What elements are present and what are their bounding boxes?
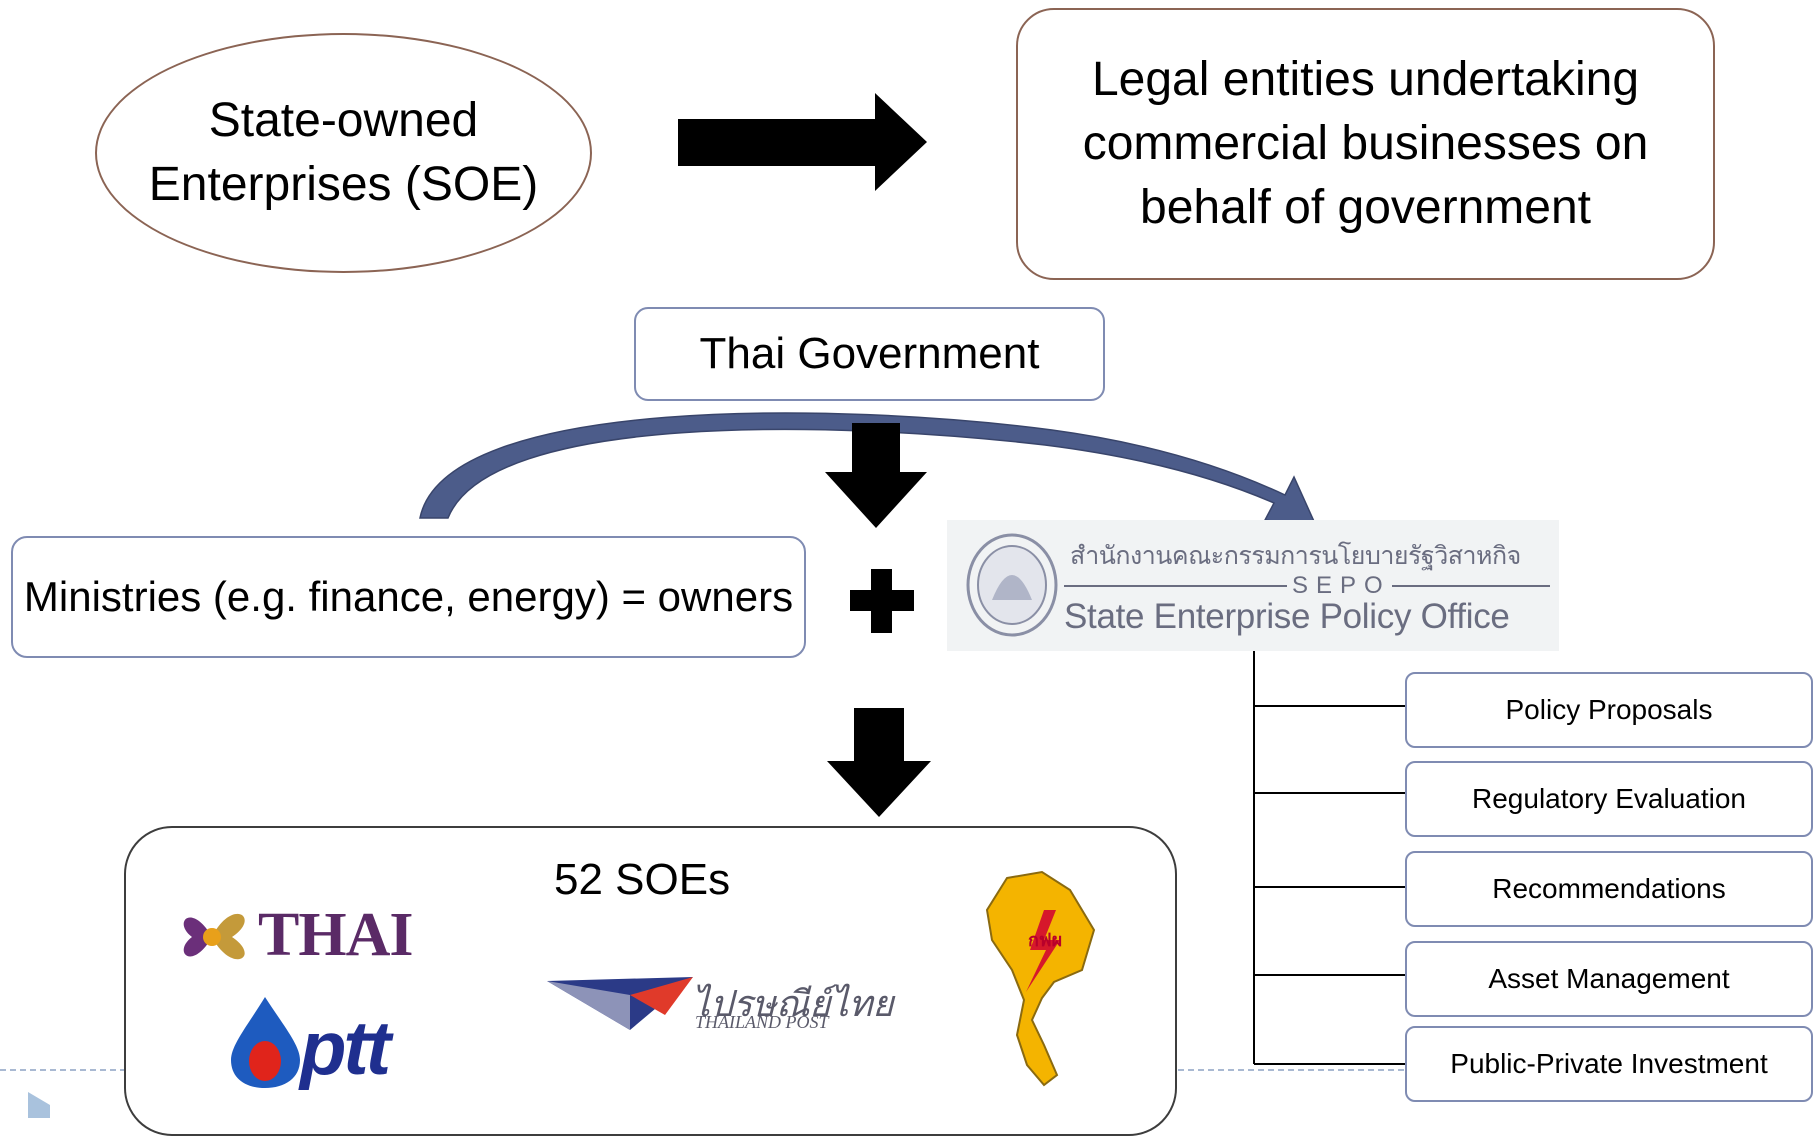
sepo-emblem-icon bbox=[966, 533, 1058, 637]
function-public-private-investment: Public-Private Investment bbox=[1405, 1026, 1813, 1102]
ptt-flame-icon bbox=[231, 997, 300, 1088]
sepo-abbreviation: SEPO bbox=[1292, 572, 1391, 599]
function-policy-proposals: Policy Proposals bbox=[1405, 672, 1813, 748]
function-label: Asset Management bbox=[1488, 963, 1730, 994]
soe-label: State-owned Enterprises (SOE) bbox=[148, 94, 539, 211]
thailand-post-swoosh-icon bbox=[547, 977, 693, 1030]
egat-logo-text: กฟผ bbox=[1028, 930, 1063, 950]
sepo-english-name: State Enterprise Policy Office bbox=[1064, 597, 1510, 636]
down-arrow-icon bbox=[827, 708, 931, 817]
plus-icon bbox=[850, 569, 914, 633]
function-label: Policy Proposals bbox=[1505, 694, 1713, 725]
thailand-post-thai-text: ไปรษณีย์ไทย bbox=[692, 984, 894, 1024]
egat-map-icon bbox=[985, 870, 1096, 1087]
ministries-label: Ministries (e.g. finance, energy) = owne… bbox=[23, 573, 794, 620]
thai-airways-orchid-icon bbox=[183, 913, 245, 960]
ptt-logo-text: ptt bbox=[300, 1006, 391, 1091]
thailand-post-english-text: THAILAND POST bbox=[695, 1012, 829, 1032]
function-label: Public-Private Investment bbox=[1450, 1048, 1768, 1079]
government-box: Thai Government bbox=[634, 307, 1105, 401]
right-arrow-icon bbox=[678, 93, 927, 191]
definition-label: Legal entities undertaking commercial bu… bbox=[1082, 53, 1649, 234]
thai-airways-logo-text: THAI bbox=[258, 901, 413, 969]
definition-box: Legal entities undertaking commercial bu… bbox=[1016, 8, 1715, 280]
soes-title: 52 SOEs bbox=[554, 855, 731, 904]
function-recommendations: Recommendations bbox=[1405, 851, 1813, 927]
government-label: Thai Government bbox=[699, 329, 1040, 378]
down-arrow-icon bbox=[825, 423, 927, 528]
function-regulatory-evaluation: Regulatory Evaluation bbox=[1405, 761, 1813, 837]
sepo-thai-name: สำนักงานคณะกรรมการนโยบายรัฐวิสาหกิจ bbox=[1070, 542, 1521, 570]
ministries-box: Ministries (e.g. finance, energy) = owne… bbox=[11, 536, 806, 658]
function-label: Regulatory Evaluation bbox=[1472, 783, 1746, 814]
function-label: Recommendations bbox=[1492, 873, 1726, 904]
sepo-rule-lines bbox=[1064, 585, 1550, 587]
soe-ellipse: State-owned Enterprises (SOE) bbox=[95, 33, 592, 273]
function-asset-management: Asset Management bbox=[1405, 941, 1813, 1017]
